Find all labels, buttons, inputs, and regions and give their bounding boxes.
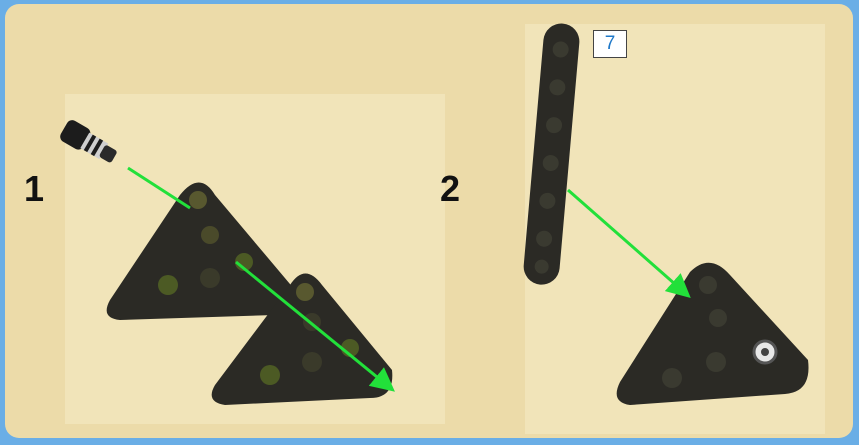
triangle-beam-icon — [617, 263, 809, 405]
connector-pin-icon — [58, 118, 120, 168]
part-count-badge: 7 — [593, 30, 627, 58]
bushing-icon — [754, 341, 776, 363]
direction-arrow-icon — [568, 190, 684, 292]
straight-beam-icon — [522, 22, 581, 286]
triangle-beam-icon — [107, 183, 296, 321]
direction-arrow-icon — [128, 168, 190, 208]
